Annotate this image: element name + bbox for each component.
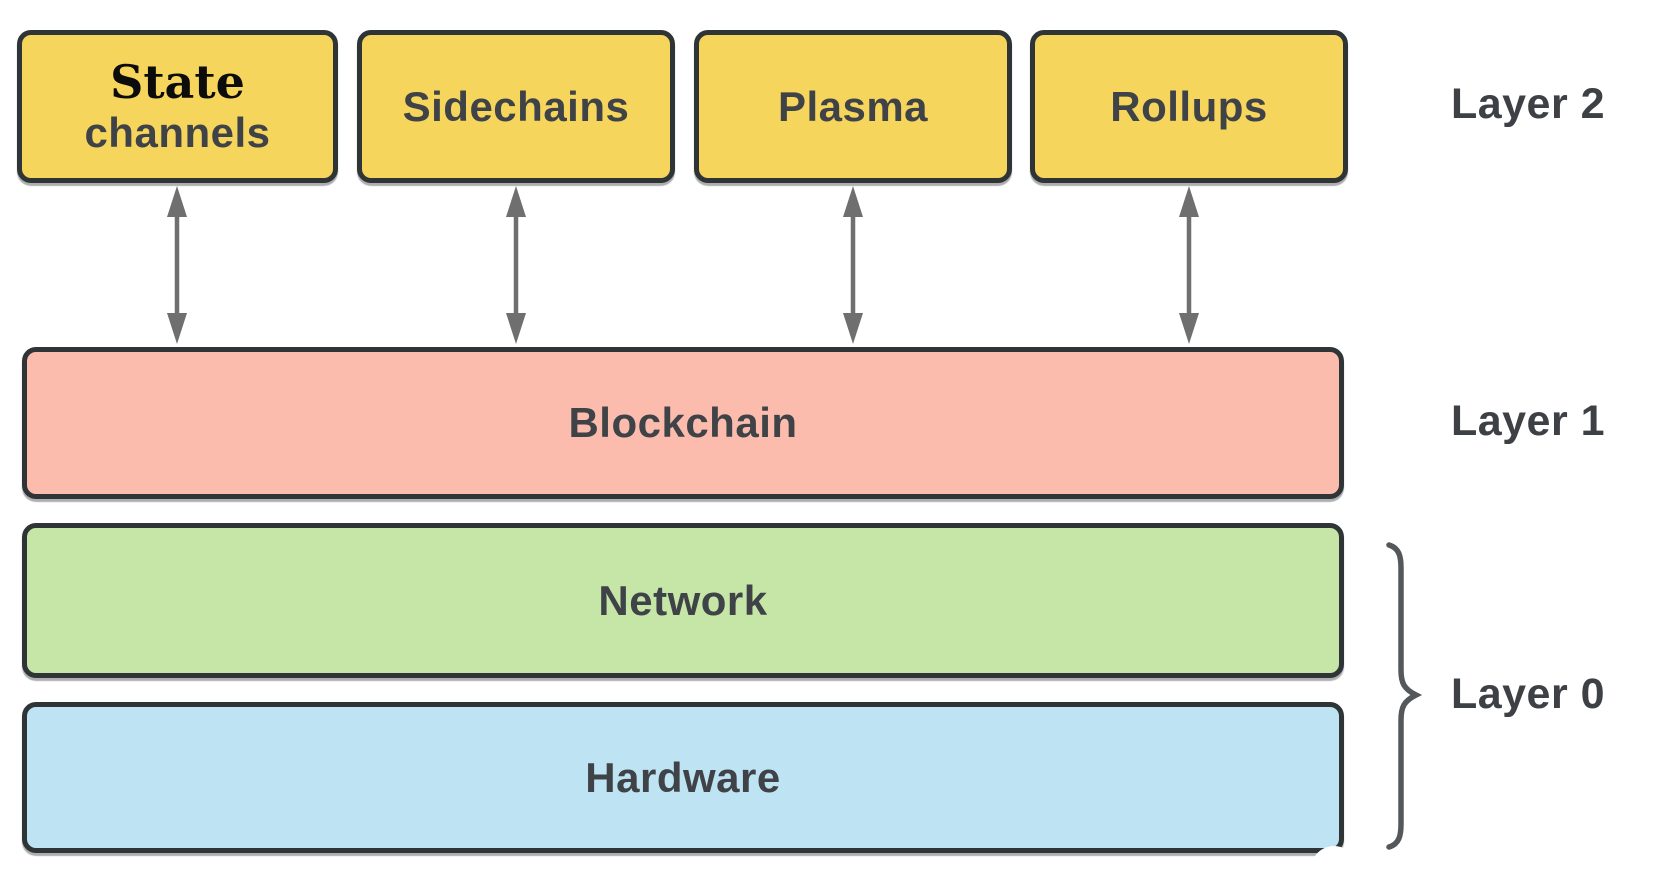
label-layer-2: Layer 2 — [1450, 80, 1606, 128]
node-label-word-channels: channels — [84, 108, 271, 156]
node-plasma-label: Plasma — [777, 82, 929, 130]
arrow-rollups-blockchain — [1179, 186, 1199, 344]
node-network-label: Network — [598, 576, 768, 624]
label-layer-1: Layer 1 — [1450, 397, 1606, 445]
node-rollups: Rollups — [1030, 30, 1348, 183]
node-blockchain: Blockchain — [22, 347, 1344, 499]
layer0-brace-icon — [1386, 542, 1423, 850]
node-sidechains: Sidechains — [357, 30, 675, 183]
arrow-sidechains-blockchain — [506, 186, 526, 344]
node-blockchain-label: Blockchain — [568, 399, 798, 447]
arrow-state-channels-blockchain — [167, 186, 187, 344]
node-state-channels-label: State channels — [84, 57, 270, 156]
node-rollups-label: Rollups — [1110, 82, 1268, 130]
node-network: Network — [22, 523, 1344, 678]
node-hardware-label: Hardware — [585, 753, 781, 801]
node-label-word-state: State — [110, 55, 245, 110]
label-layer-0: Layer 0 — [1450, 670, 1606, 718]
arrow-plasma-blockchain — [843, 186, 863, 344]
node-sidechains-label: Sidechains — [402, 82, 630, 130]
node-plasma: Plasma — [694, 30, 1012, 183]
node-hardware: Hardware — [22, 702, 1344, 853]
node-state-channels: State channels — [17, 30, 338, 183]
